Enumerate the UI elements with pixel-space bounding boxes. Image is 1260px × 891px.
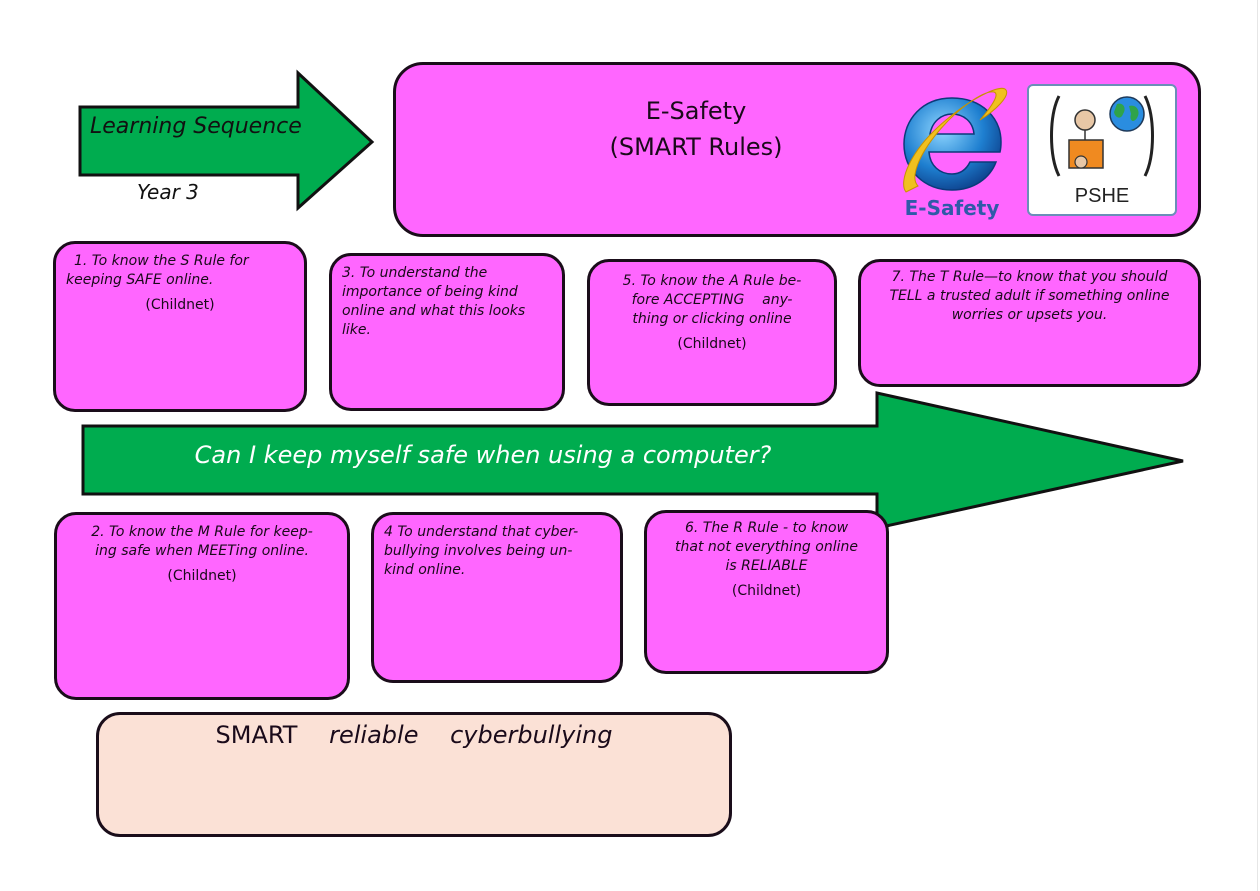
objective-card-6: 6. The R Rule - to know that not everyth… [644, 510, 889, 674]
objective-card-7: 7. The T Rule—to know that you should TE… [858, 259, 1201, 387]
objective-card-3: 3. To understand the importance of being… [329, 253, 565, 411]
card-6-line-3: is RELIABLE [725, 558, 808, 574]
vocabulary-words: SMART reliable cyberbullying [99, 721, 729, 749]
objective-card-5: 5. To know the A Rule be- fore ACCEPTING… [587, 259, 837, 406]
key-question: Can I keep myself safe when using a comp… [194, 441, 772, 469]
vocab-word-3: cyberbullying [450, 721, 613, 749]
card-7-line-3: worries or upsets you. [951, 307, 1108, 323]
objective-card-4: 4 To understand that cyber- bullying inv… [371, 512, 623, 683]
year-label: Year 3 [137, 180, 199, 204]
card-2-line-1: 2. To know the M Rule for keep- [91, 524, 313, 540]
card-2-source: (Childnet) [167, 568, 237, 584]
card-5-line-3: thing or clicking online [632, 311, 792, 327]
card-5-source: (Childnet) [677, 336, 747, 352]
person-with-globe-icon [1050, 95, 1154, 177]
internet-explorer-e-icon: E-Safety [896, 80, 1008, 220]
learning-sequence-arrow [78, 69, 375, 212]
card-6-line-1: 6. The R Rule - to know [684, 520, 849, 536]
card-3-line-3: online and what this looks [342, 303, 526, 319]
card-1-source: (Childnet) [145, 297, 215, 313]
card-2-line-2: ing safe when MEETing online. [95, 543, 309, 559]
card-5-line-1: 5. To know the A Rule be- [622, 273, 802, 289]
pshe-label: PSHE [1074, 185, 1130, 207]
title-line-2: (SMART Rules) [609, 133, 783, 161]
card-4-line-2: bullying involves being un- [384, 543, 573, 559]
card-7-line-2: TELL a trusted adult if something online [889, 288, 1170, 304]
card-3-line-1: 3. To understand the [342, 265, 488, 281]
card-7-line-1: 7. The T Rule—to know that you should [891, 269, 1168, 285]
page-title: E-Safety (SMART Rules) [546, 93, 846, 165]
objective-card-1: 1. To know the S Rule for keeping SAFE o… [53, 241, 307, 412]
question-arrow [81, 391, 1184, 530]
page-edge [1257, 0, 1258, 891]
pshe-symbol-card: PSHE [1027, 84, 1177, 216]
title-line-1: E-Safety [645, 97, 747, 125]
objective-card-2: 2. To know the M Rule for keep- ing safe… [54, 512, 350, 700]
vocabulary-box: SMART reliable cyberbullying [96, 712, 732, 837]
vocab-word-2: reliable [329, 721, 419, 749]
card-1-line-2: keeping SAFE online. [66, 272, 214, 288]
card-1-line-1: 1. To know the S Rule for [74, 253, 249, 269]
vocab-word-1: SMART [215, 721, 298, 749]
card-3-line-2: importance of being kind [342, 284, 518, 300]
card-5-line-2: fore ACCEPTING any- [631, 292, 793, 308]
learning-sequence-label: Learning Sequence [90, 114, 302, 139]
card-3-line-4: like. [342, 322, 371, 338]
card-6-line-2: that not everything online [675, 539, 858, 555]
card-4-line-3: kind online. [384, 562, 466, 578]
esafety-logo-text: E-Safety [905, 196, 1000, 220]
card-4-line-1: 4 To understand that cyber- [384, 524, 579, 540]
card-6-source: (Childnet) [731, 583, 802, 599]
